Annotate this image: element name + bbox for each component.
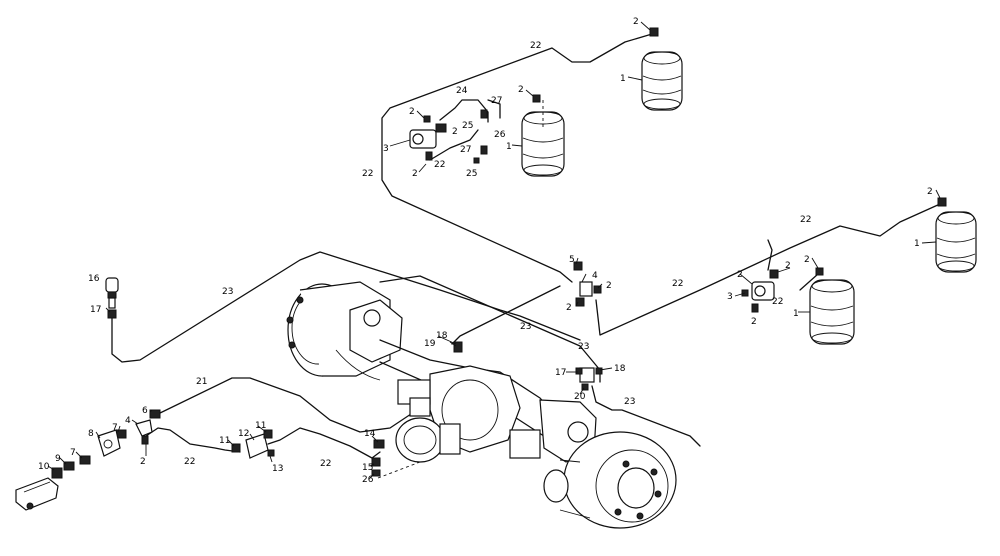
air-line-26-dash	[377, 461, 421, 479]
callout-c33: 16	[88, 274, 100, 284]
air-spring-upper-middle	[521, 100, 565, 177]
callout-c59: 14	[364, 429, 376, 439]
drive-axle	[286, 281, 677, 529]
callout-c26: 22	[772, 297, 783, 307]
callout-c22: 2	[785, 261, 791, 271]
callout-c41: 18	[614, 364, 626, 374]
callout-c13: 22	[434, 160, 445, 170]
callout-c32: 2	[566, 303, 572, 313]
callout-c52: 2	[140, 457, 146, 467]
callout-c28: 1	[793, 309, 799, 319]
air-lines	[111, 33, 941, 479]
callout-c27: 2	[751, 317, 757, 327]
air-line-22-top	[381, 33, 653, 283]
callout-c11: 3	[383, 144, 389, 154]
callout-c61: 26	[362, 475, 374, 485]
callout-c4: 24	[456, 86, 468, 96]
callout-c50: 9	[55, 454, 61, 464]
air-line-22-bottom	[145, 427, 241, 453]
air-line-24-b	[487, 99, 501, 119]
callout-c7: 2	[409, 107, 415, 117]
callout-c49: 7	[70, 448, 76, 458]
callout-c39: 23	[578, 342, 589, 352]
callout-c21: 2	[804, 255, 810, 265]
callout-c46: 4	[125, 416, 131, 426]
callout-c37: 18	[436, 331, 448, 341]
callout-c3: 22	[530, 41, 541, 51]
callout-c60: 15	[362, 463, 373, 473]
callout-c36: 23	[520, 322, 531, 332]
callout-c5: 27	[491, 96, 502, 106]
callout-c18: 2	[927, 187, 933, 197]
callout-c44: 21	[196, 377, 207, 387]
callout-c17: 22	[362, 169, 373, 179]
callout-c12: 2	[452, 127, 458, 137]
callout-c34: 17	[90, 305, 101, 315]
callout-c53: 22	[184, 457, 195, 467]
small-fittings	[453, 27, 947, 391]
callout-c38: 19	[424, 339, 436, 349]
callout-c56: 11	[255, 421, 266, 431]
callout-c45: 6	[142, 406, 148, 416]
leveling-valve-upper	[409, 115, 447, 161]
callout-c40: 17	[555, 368, 566, 378]
callout-c23: 22	[672, 279, 683, 289]
callout-c15: 25	[466, 169, 477, 179]
air-spring-top	[641, 51, 683, 111]
callout-c24: 3	[727, 292, 733, 302]
left-components	[15, 277, 385, 511]
air-line-22-right	[595, 203, 941, 336]
callout-c55: 12	[238, 429, 249, 439]
callout-c57: 13	[272, 464, 283, 474]
air-line-23-left	[111, 251, 581, 363]
callout-c51: 10	[38, 462, 50, 472]
callout-c43: 23	[624, 397, 635, 407]
air-line-22-right-b	[767, 239, 773, 271]
callout-c47: 7	[112, 423, 118, 433]
callout-c31: 2	[606, 281, 612, 291]
air-line-22-valve-upper	[429, 129, 479, 161]
air-line-23-lower	[591, 385, 701, 447]
callout-c20: 1	[914, 239, 920, 249]
callout-c29: 5	[569, 255, 575, 265]
leader-lines	[47, 21, 941, 479]
callout-c42: 20	[574, 392, 586, 402]
callout-labels: 2 1 22 24 27 2 2 25 26 27 3 2 22 2 25 1 …	[38, 17, 933, 485]
callout-c9: 26	[494, 130, 506, 140]
callout-c1: 2	[633, 17, 639, 27]
callout-c30: 4	[592, 271, 598, 281]
callout-c25: 2	[737, 270, 743, 280]
air-line-23-center	[451, 285, 561, 345]
callout-c58: 22	[320, 459, 331, 469]
callout-c2: 1	[620, 74, 626, 84]
callout-c10: 27	[460, 145, 471, 155]
callout-c14: 2	[412, 169, 418, 179]
callout-c6: 2	[518, 85, 524, 95]
air-line-24	[439, 99, 489, 123]
callout-c16: 1	[506, 142, 512, 152]
air-spring-lower-right	[809, 279, 855, 345]
callout-c48: 8	[88, 429, 94, 439]
air-line-23-mid	[379, 275, 601, 383]
air-line-22-right-c	[799, 273, 819, 291]
callout-c35: 23	[222, 287, 233, 297]
callout-c19: 22	[800, 215, 811, 225]
callout-c54: 11	[219, 436, 230, 446]
callout-c8: 25	[462, 121, 473, 131]
air-spring-right	[935, 211, 977, 273]
